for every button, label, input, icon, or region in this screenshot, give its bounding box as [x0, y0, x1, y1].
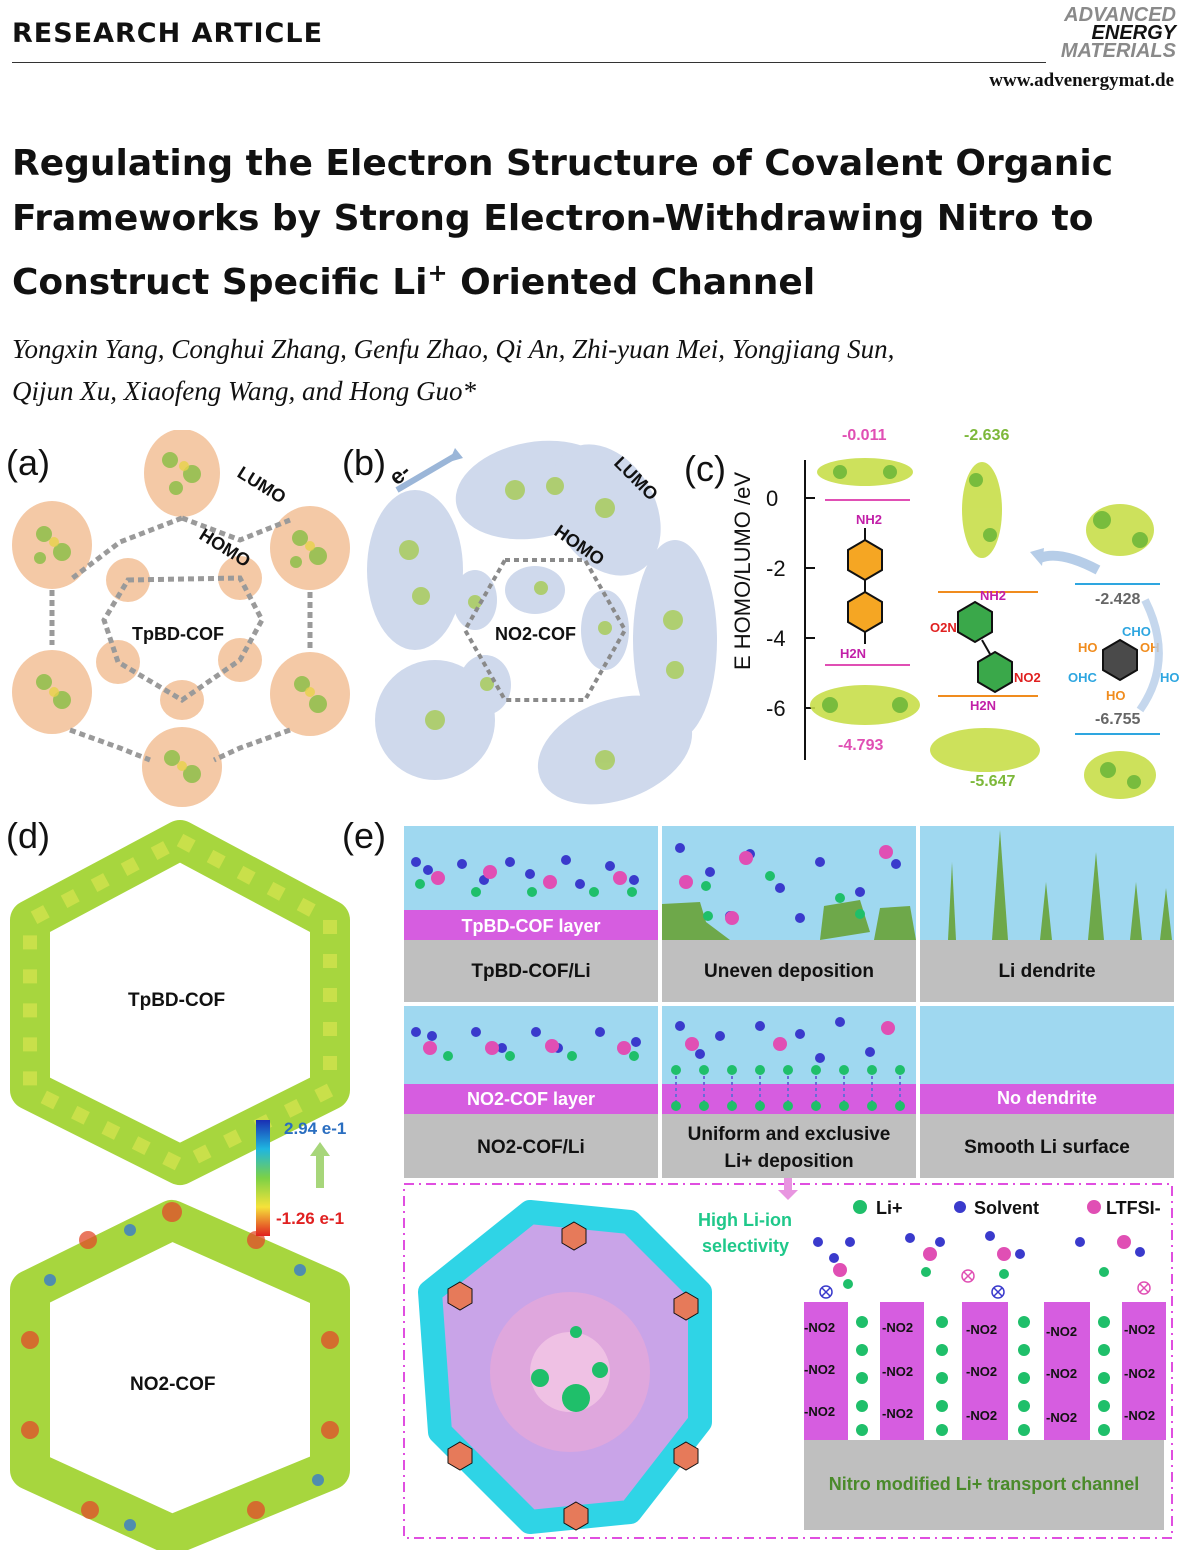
authors-line-1: Yongxin Yang, Conghui Zhang, Genfu Zhao,… — [12, 334, 895, 364]
chem-cho: CHO — [1122, 624, 1151, 639]
chem-ho-right: HO — [1160, 670, 1180, 685]
e-row2-layer: NO2-COF layer — [467, 1089, 595, 1109]
value-no2-homo: -5.647 — [970, 773, 1015, 790]
panel-c-ylabel: E HOMO/LUMO /eV — [730, 472, 755, 670]
ytick-0: 0 — [766, 486, 778, 511]
title-line-3-end: Oriented Channel — [447, 262, 816, 303]
no2-label-3: -NO2 — [804, 1404, 835, 1419]
no2-label-7: -NO2 — [966, 1322, 997, 1337]
chem-nh2-m2: NH2 — [980, 588, 1006, 603]
panel-a-lumo-label: LUMO — [234, 462, 290, 507]
chem-o2n-m2: O2N — [930, 620, 957, 635]
no2-label-11: -NO2 — [1046, 1366, 1077, 1381]
chem-nh2-top: NH2 — [856, 512, 882, 527]
e-row2-no-dendrite: No dendrite — [997, 1088, 1097, 1108]
journal-logo: ADVANCED ENERGY MATERIALS — [1060, 4, 1176, 62]
cof-3d-structure — [418, 1200, 712, 1534]
title-line-1: Regulating the Electron Structure of Cov… — [12, 143, 1114, 184]
ytick-1: -2 — [766, 556, 786, 581]
title-superscript: + — [427, 259, 448, 287]
selectivity-line-2: selectivity — [702, 1236, 789, 1256]
value-bd-homo: -4.793 — [838, 737, 883, 754]
legend-li: Li+ — [876, 1198, 903, 1218]
no2-label-5: -NO2 — [882, 1364, 913, 1379]
panel-d-figure: TpBD-COF NO2-COF 2.94 e-1 -1.26 e-1 — [10, 820, 350, 1550]
no2-label-4: -NO2 — [882, 1320, 913, 1335]
no2-label-8: -NO2 — [966, 1364, 997, 1379]
logo-line-2: ENERGY — [1091, 22, 1176, 44]
e-row2-smooth: Smooth Li surface — [964, 1137, 1130, 1158]
author-list: Yongxin Yang, Conghui Zhang, Genfu Zhao,… — [12, 328, 1162, 412]
e-row1-layer: TpBD-COF layer — [461, 916, 600, 936]
title-line-2: Frameworks by Strong Electron-Withdrawin… — [12, 198, 1094, 239]
e-row2-uniform: Uniform and exclusive — [688, 1124, 891, 1145]
no2-label-13: -NO2 — [1124, 1322, 1155, 1337]
section-label: RESEARCH ARTICLE — [12, 18, 324, 49]
chem-ho-left: HO — [1078, 640, 1098, 655]
panel-label-d: (d) — [6, 815, 50, 856]
panel-label-e: (e) — [342, 815, 386, 856]
no2-label-6: -NO2 — [882, 1406, 913, 1421]
legend-solvent: Solvent — [974, 1198, 1039, 1218]
panel-e-figure: TpBD-COF layer TpBD-COF/Li Uneven deposi… — [403, 826, 1174, 1539]
channel-caption: Nitro modified Li+ transport channel — [829, 1474, 1140, 1494]
no2-label-1: -NO2 — [804, 1320, 835, 1335]
no2-label-12: -NO2 — [1046, 1410, 1077, 1425]
ytick-2: -4 — [766, 626, 786, 651]
panel-label-a: (a) — [6, 442, 50, 483]
logo-line-1: ADVANCED — [1064, 4, 1176, 26]
no2-label-14: -NO2 — [1124, 1366, 1155, 1381]
chem-h2n-m2: H2N — [970, 698, 996, 713]
value-bd-lumo: -0.011 — [842, 427, 887, 444]
article-title: Regulating the Electron Structure of Cov… — [12, 136, 1132, 310]
panel-a-figure: TpBD-COF LUMO HOMO — [12, 430, 350, 807]
panel-label-b: (b) — [342, 442, 386, 483]
header-rule — [12, 62, 1046, 63]
panel-b-center-label: NO2-COF — [495, 624, 576, 644]
title-line-3-start: Construct Specific Li — [12, 262, 428, 303]
e-row1-cof-li: TpBD-COF/Li — [471, 961, 590, 982]
value-tp-lumo: -2.428 — [1095, 591, 1140, 608]
value-tp-homo: -6.755 — [1095, 711, 1140, 728]
panel-c-figure: 0 -2 -4 -6 E HOMO/LUMO /eV NH2 H2N NH2 — [730, 427, 1180, 799]
selectivity-line-1: High Li-ion — [698, 1210, 792, 1230]
chem-ohc: OHC — [1068, 670, 1098, 685]
colorbar-max: 2.94 e-1 — [284, 1119, 346, 1138]
panel-a-center-label: TpBD-COF — [132, 624, 224, 644]
chem-ho-bottom: HO — [1106, 688, 1126, 703]
legend-ltfsi: LTFSI- — [1106, 1198, 1161, 1218]
e-row2-cof-li: NO2-COF/Li — [477, 1137, 585, 1158]
e-row2-li-deposition: Li+ deposition — [724, 1151, 853, 1172]
panel-label-c: (c) — [684, 448, 726, 489]
panel-d-bottom-label: NO2-COF — [130, 1374, 216, 1395]
colorbar-min: -1.26 e-1 — [276, 1209, 344, 1228]
panel-b-figure: e- NO2-COF LUMO HOMO — [367, 440, 717, 805]
no2-label-9: -NO2 — [966, 1408, 997, 1423]
no2-label-15: -NO2 — [1124, 1408, 1155, 1423]
e-row1-dendrite: Li dendrite — [998, 961, 1095, 982]
chem-h2n-bottom: H2N — [840, 646, 866, 661]
logo-line-3: MATERIALS — [1060, 40, 1176, 62]
value-no2-lumo: -2.636 — [964, 427, 1009, 444]
no2-label-2: -NO2 — [804, 1362, 835, 1377]
journal-url[interactable]: www.advenergymat.de — [989, 70, 1174, 91]
panel-d-top-label: TpBD-COF — [128, 990, 225, 1011]
authors-line-2: Qijun Xu, Xiaofeng Wang, and Hong Guo* — [12, 376, 476, 406]
title-line-3: Construct Specific Li+ Oriented Channel — [12, 246, 1132, 310]
e-row1-uneven: Uneven deposition — [704, 961, 874, 982]
ytick-3: -6 — [766, 696, 786, 721]
no2-label-10: -NO2 — [1046, 1324, 1077, 1339]
chem-no2-m2: NO2 — [1014, 670, 1041, 685]
